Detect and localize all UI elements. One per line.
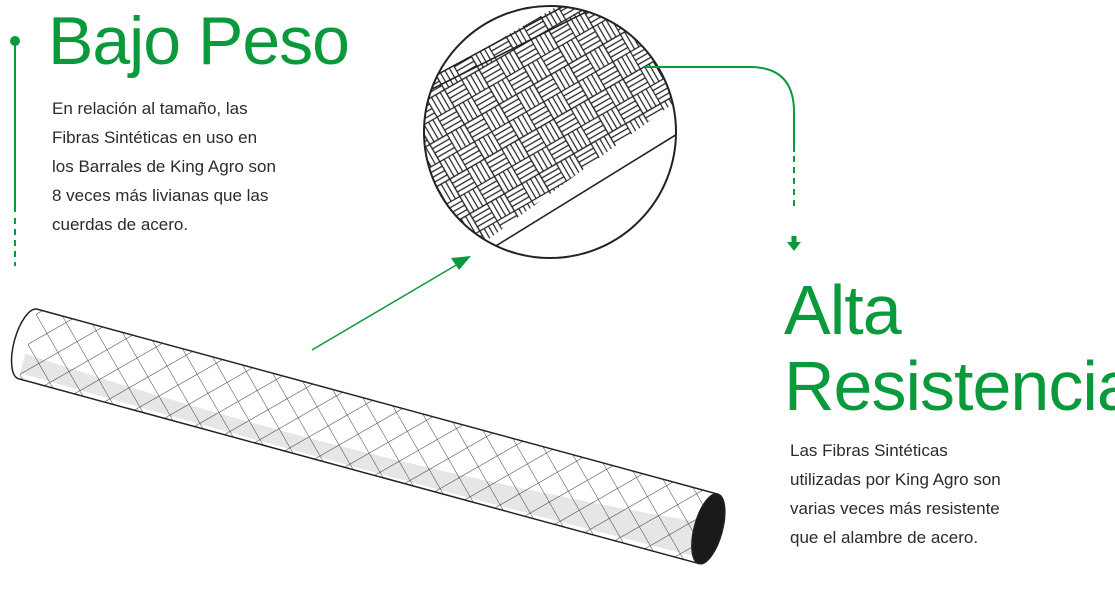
fiber-cylinder [10,308,726,565]
description-line: cuerdas de acero. [52,215,189,234]
description-line: En relación al tamaño, las [52,99,248,118]
magnified-weave [423,5,677,259]
alta-resistencia-description: Las Fibras Sintéticas utilizadas por Kin… [790,436,1070,552]
cylinder-end [691,493,726,565]
alta-resistencia-title: Alta Resistencia [784,272,1115,424]
left-guide-line [10,36,20,266]
description-line: 8 veces más livianas que las [52,186,269,205]
right-guide-line [645,66,801,251]
description-line: Fibras Sintéticas en uso en [52,128,258,147]
title-line: Resistencia [784,347,1115,425]
title-line: Alta [784,271,902,349]
bajo-peso-description: En relación al tamaño, las Fibras Sintét… [52,94,342,239]
bajo-peso-title: Bajo Peso [48,3,350,79]
description-line: varias veces más resistente [790,499,1000,518]
description-line: utilizadas por King Agro son [790,470,1001,489]
description-line: los Barrales de King Agro son [52,157,276,176]
description-line: Las Fibras Sintéticas [790,441,948,460]
description-line: que el alambre de acero. [790,528,979,547]
zoom-arrow [311,256,471,351]
